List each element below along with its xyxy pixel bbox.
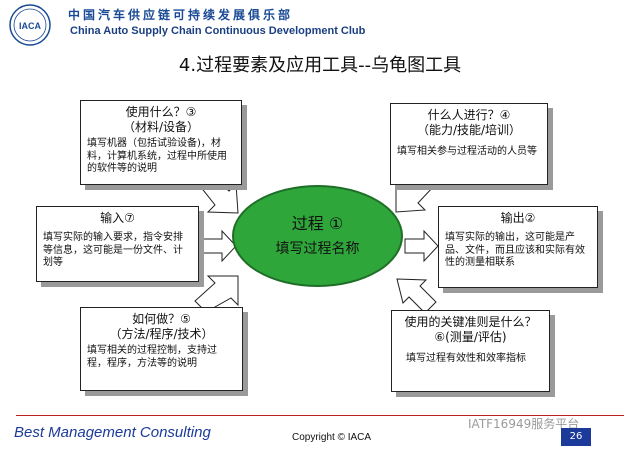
process-ellipse: 过程 ① 填写过程名称 xyxy=(232,185,403,287)
arrow-output-icon xyxy=(404,229,439,263)
org-name-english: China Auto Supply Chain Continuous Devel… xyxy=(70,25,366,37)
method-box: 如何做？⑤ （方法/程序/技术） 填写相关的过程控制，支持过程，程序，方法等的说… xyxy=(80,307,243,391)
output-description: 填写实际的输出，这可能是产品、文件，而且应该和实际有效性的测量相联系 xyxy=(445,232,585,268)
criteria-box: 使用的关键准则是什么？⑥(测量/评估) 填写过程有效性和效率指标 xyxy=(391,310,550,392)
resources-box: 使用什么？③ （材料/设备） 填写机器（包括试验设备)，材料，计算机系统，过程中… xyxy=(80,100,242,185)
resources-description: 填写机器（包括试验设备)，材料，计算机系统，过程中所使用的软件等的说明 xyxy=(87,138,227,174)
resources-heading: 使用什么？③ xyxy=(125,105,197,119)
output-heading: 输出② xyxy=(500,211,536,225)
org-name-chinese: 中国汽车供应链可持续发展俱乐部 xyxy=(68,8,294,22)
people-description: 填写相关参与过程活动的人员等 xyxy=(397,146,537,157)
process-name-instruction: 填写过程名称 xyxy=(275,241,360,257)
input-description: 填写实际的输入要求，指令安排等信息，这可能是一份文件、计划等 xyxy=(43,232,183,268)
people-subheading: （能力/技能/培训） xyxy=(416,123,522,137)
criteria-heading: 使用的关键准则是什么？⑥(测量/评估) xyxy=(404,315,537,344)
iaca-logo: IACA xyxy=(9,4,51,46)
method-description: 填写相关的过程控制，支持过程，程序，方法等的说明 xyxy=(87,345,217,369)
page-number: 26 xyxy=(561,428,591,446)
method-subheading: （方法/程序/技术） xyxy=(109,327,214,341)
resources-subheading: （材料/设备） xyxy=(122,120,200,134)
input-heading: 输入⑦ xyxy=(100,211,135,225)
input-box: 输入⑦ 填写实际的输入要求，指令安排等信息，这可能是一份文件、计划等 xyxy=(36,206,199,282)
footer-divider xyxy=(16,415,624,416)
method-heading: 如何做？⑤ xyxy=(132,312,191,326)
slide-title: 4.过程要素及应用工具--乌龟图工具 xyxy=(178,55,462,76)
criteria-description: 填写过程有效性和效率指标 xyxy=(406,353,526,364)
logo-text: IACA xyxy=(19,21,41,31)
process-label: 过程 ① xyxy=(291,214,344,233)
footer-copyright: Copyright © IACA xyxy=(292,432,372,443)
arrow-criteria-icon xyxy=(396,278,437,314)
arrow-input-icon xyxy=(198,229,237,263)
footer-brand: Best Management Consulting xyxy=(14,424,211,441)
people-heading: 什么人进行？④ xyxy=(427,108,511,122)
watermark-text: IATF16949服务平台 xyxy=(468,417,580,431)
people-box: 什么人进行？④ （能力/技能/培训） 填写相关参与过程活动的人员等 xyxy=(390,103,548,185)
arrow-method-icon xyxy=(194,275,239,313)
output-box: 输出② 填写实际的输出，这可能是产品、文件，而且应该和实际有效性的测量相联系 xyxy=(438,206,598,288)
